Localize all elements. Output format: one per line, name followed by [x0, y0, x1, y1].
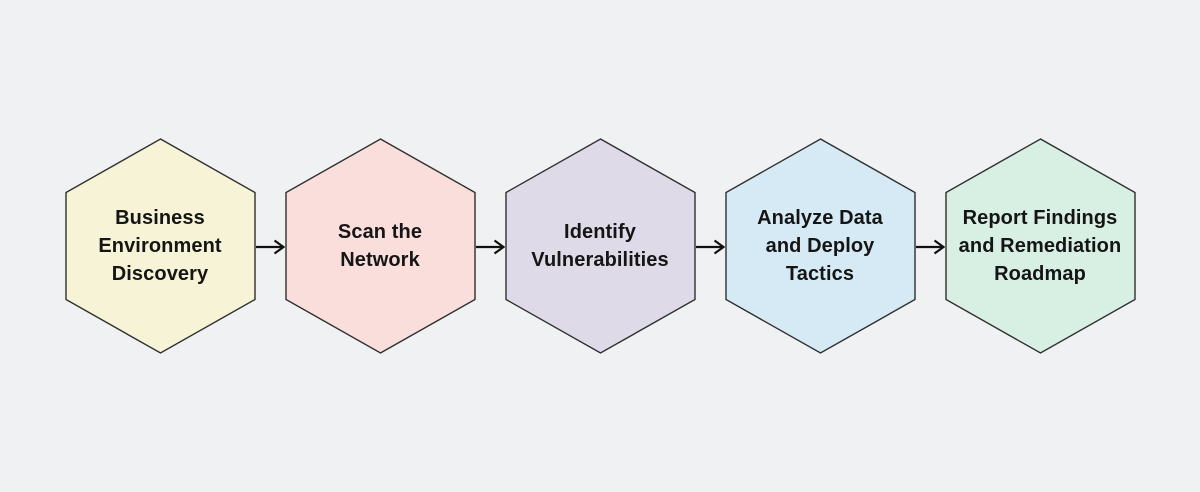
step-label: Analyze Data and Deploy Tactics — [757, 207, 883, 285]
hexagon-polygon — [64, 138, 256, 354]
step-label: Identify Vulnerabilities — [531, 221, 669, 271]
hexagon-shape — [64, 138, 256, 354]
step-label: Business Environment Discovery — [98, 207, 222, 285]
flow-arrow — [915, 238, 945, 256]
hexagon-shape — [724, 138, 916, 354]
hexagon-polygon — [944, 138, 1136, 354]
arrow-right-icon — [915, 239, 945, 255]
flow-arrow — [255, 238, 285, 256]
step-identify-vulnerabilities: Identify Vulnerabilities — [504, 138, 696, 354]
flow-arrow — [475, 238, 505, 256]
step-scan-the-network: Scan the Network — [284, 138, 476, 354]
step-label: Report Findings and Remediation Roadmap — [958, 207, 1122, 285]
arrow-right-icon — [255, 239, 285, 255]
hexagon-shape — [944, 138, 1136, 354]
hexagon-polygon — [284, 138, 476, 354]
step-report-findings-and-remediation-roadmap: Report Findings and Remediation Roadmap — [944, 138, 1136, 354]
arrow-right-icon — [695, 239, 725, 255]
hexagon-shape — [284, 138, 476, 354]
flow-arrow — [695, 238, 725, 256]
hexagon-shape — [504, 138, 696, 354]
arrow-right-icon — [475, 239, 505, 255]
hexagon-polygon — [724, 138, 916, 354]
step-label: Scan the Network — [337, 221, 423, 271]
hexagon-polygon — [504, 138, 696, 354]
step-business-environment-discovery: Business Environment Discovery — [64, 138, 256, 354]
step-analyze-data-and-deploy-tactics: Analyze Data and Deploy Tactics — [724, 138, 916, 354]
